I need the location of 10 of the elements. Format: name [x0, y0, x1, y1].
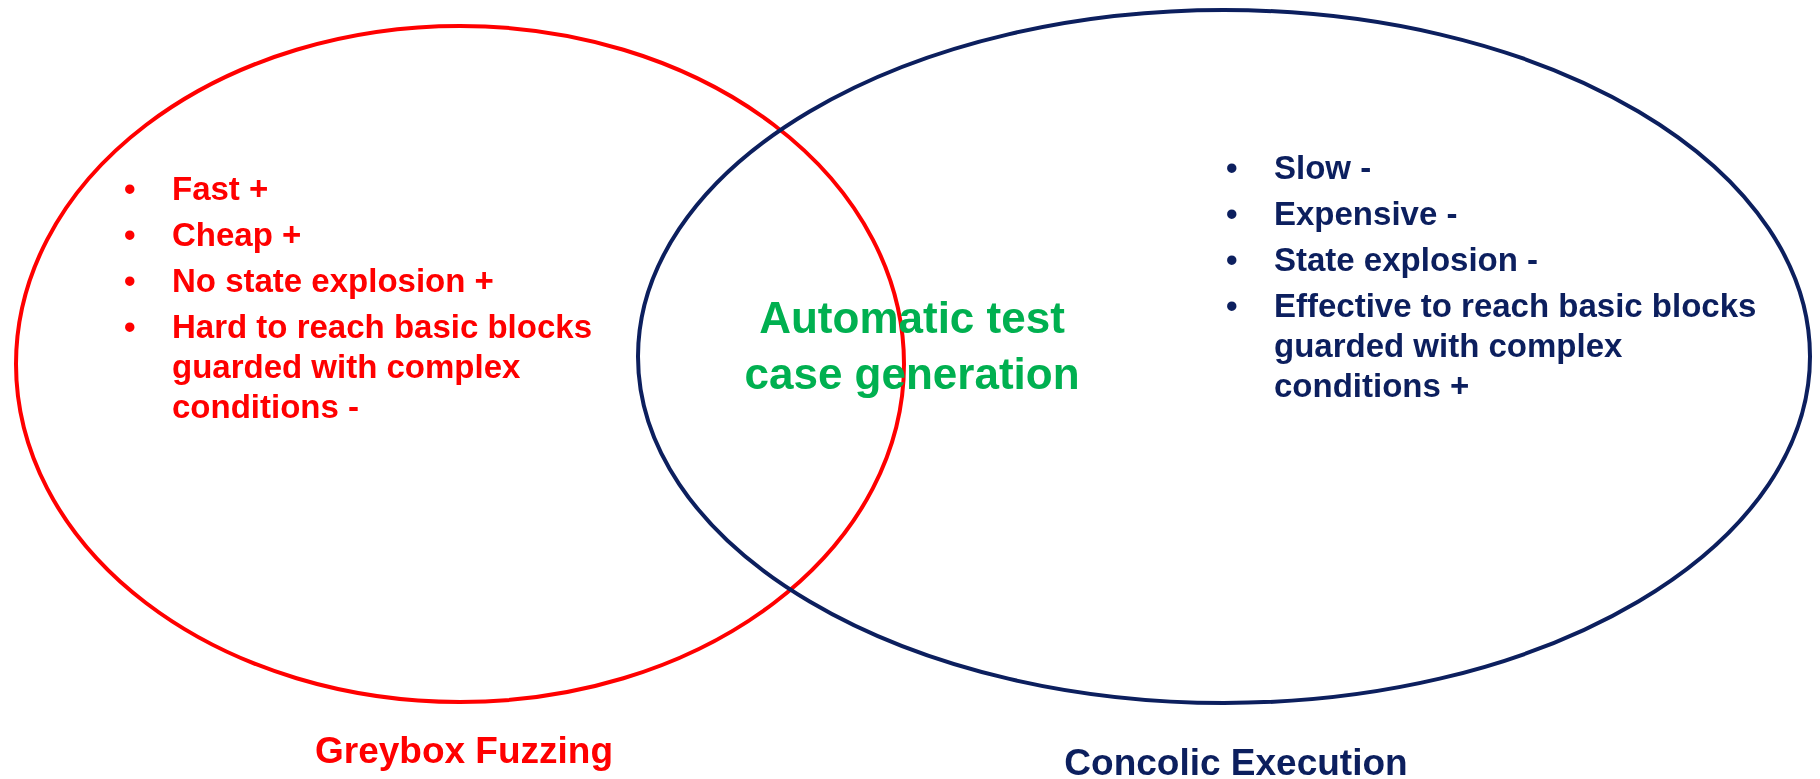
bullet-item: • Cheap + — [124, 215, 303, 255]
bullet-item: • Effective to reach basic blocks guarded with complex conditions + — [1226, 286, 1758, 406]
bullet-item: • Fast + — [124, 169, 270, 209]
bullet-item: • Expensive - — [1226, 194, 1459, 234]
bullet-item: • No state explosion + — [124, 261, 495, 301]
set-title: Concolic Execution — [1063, 742, 1409, 779]
bullet-item: • Slow - — [1226, 148, 1373, 188]
bullet-item: • State explosion - — [1226, 240, 1540, 280]
bullet-item: • Hard to reach basic blocks guarded with complex conditions - — [124, 307, 593, 427]
set-title: Greybox Fuzzing — [313, 730, 615, 772]
